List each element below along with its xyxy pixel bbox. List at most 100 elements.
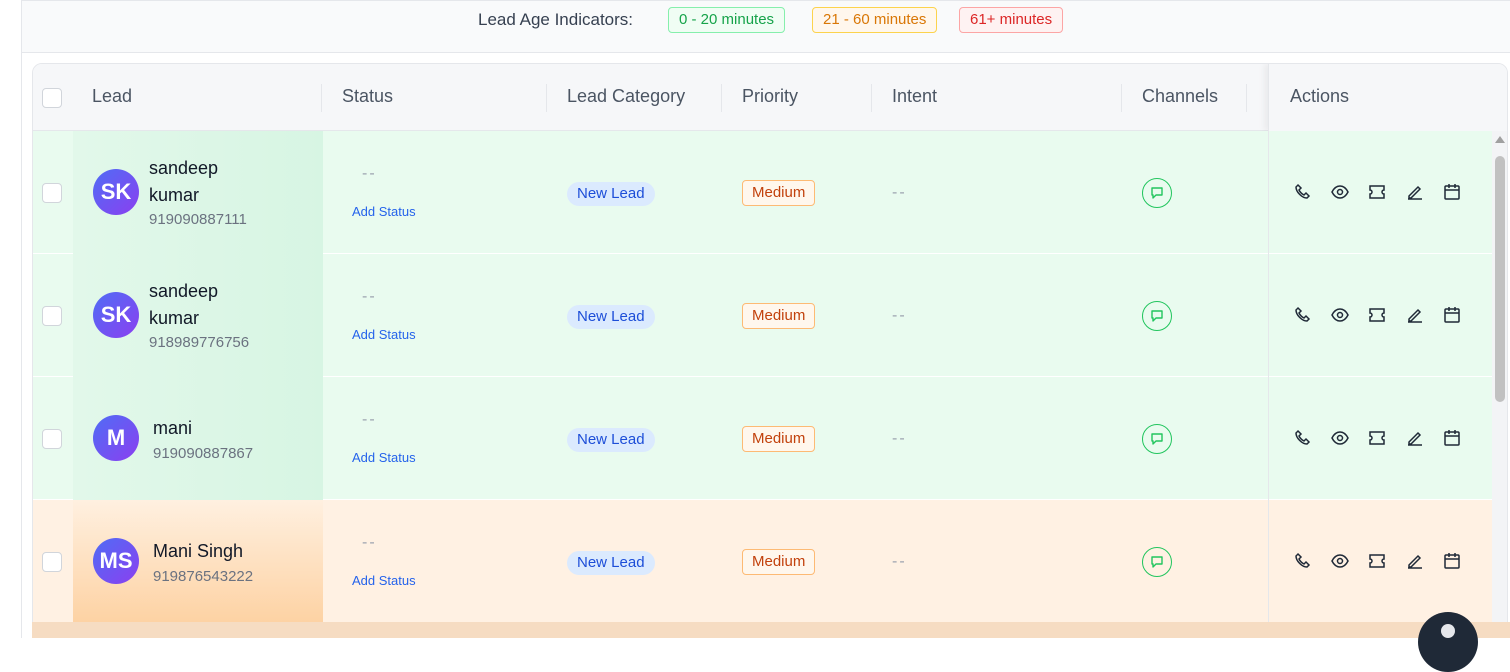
lead-name-last: kumar	[149, 308, 200, 328]
chat-icon[interactable]	[1142, 424, 1172, 454]
lead-name[interactable]: Mani Singh	[153, 541, 244, 561]
lead-phone: 919090887111	[149, 211, 247, 228]
column-header-lead[interactable]: Lead	[92, 86, 133, 106]
status-value: --	[362, 165, 377, 182]
lead-cell[interactable]: SK sandeep kumar 918989776756	[73, 254, 323, 377]
lead-name-first: sandeep	[149, 158, 219, 178]
intent-value: --	[892, 184, 907, 201]
chat-icon[interactable]	[1142, 301, 1172, 331]
avatar: MS	[93, 538, 139, 584]
lead-name[interactable]: mani	[153, 418, 193, 438]
actions-cell	[1268, 254, 1488, 377]
phone-icon[interactable]	[1292, 428, 1312, 448]
add-status-link[interactable]: Add Status	[352, 573, 416, 588]
ticket-icon[interactable]	[1367, 428, 1387, 448]
ticket-icon[interactable]	[1367, 551, 1387, 571]
ticket-icon[interactable]	[1367, 305, 1387, 325]
lead-name[interactable]: sandeep kumar	[149, 278, 218, 332]
lead-name-first: sandeep	[149, 281, 219, 301]
column-header-actions: Actions	[1290, 86, 1350, 106]
column-divider	[321, 84, 322, 112]
table-row[interactable]: SK sandeep kumar 918989776756 -- Add Stat…	[33, 254, 1507, 377]
column-header-lead-category[interactable]: Lead Category	[567, 86, 686, 106]
lead-category-badge: New Lead	[567, 551, 655, 575]
column-header-status[interactable]: Status	[342, 86, 394, 106]
add-status-link[interactable]: Add Status	[352, 204, 416, 219]
row-checkbox[interactable]	[42, 552, 62, 572]
lead-cell[interactable]: SK sandeep kumar 919090887111	[73, 131, 323, 254]
calendar-icon[interactable]	[1442, 182, 1462, 202]
phone-icon[interactable]	[1292, 551, 1312, 571]
actions-cell	[1268, 377, 1488, 500]
column-header-intent[interactable]: Intent	[892, 86, 938, 106]
priority-badge: Medium	[742, 180, 816, 206]
status-value: --	[362, 534, 377, 551]
avatar: SK	[93, 292, 139, 338]
column-divider	[721, 84, 722, 112]
eye-icon[interactable]	[1330, 551, 1350, 571]
lead-age-indicators: Lead Age Indicators: 0 - 20 minutes 21 -…	[22, 0, 1510, 53]
lead-category-badge: New Lead	[567, 182, 655, 206]
indicator-0-20: 0 - 20 minutes	[668, 7, 786, 33]
actions-header-cell: Actions	[1268, 64, 1507, 131]
intent-value: --	[892, 553, 907, 570]
table-row[interactable]: SK sandeep kumar 919090887111 -- Add Stat…	[33, 131, 1507, 254]
priority-badge: Medium	[742, 549, 816, 575]
next-row-peek	[32, 622, 1510, 638]
avatar: M	[93, 415, 139, 461]
indicator-61-plus: 61+ minutes	[959, 7, 1064, 33]
add-status-link[interactable]: Add Status	[352, 450, 416, 465]
table-row[interactable]: M mani 919090887867 -- Add Status New Le…	[33, 377, 1507, 500]
chatbot-launcher-button[interactable]	[1418, 612, 1478, 672]
lead-cell[interactable]: MS Mani Singh 919876543222	[73, 500, 323, 623]
table-header: Lead Status Lead Category Priority Inten…	[33, 64, 1507, 131]
ticket-icon[interactable]	[1367, 182, 1387, 202]
calendar-icon[interactable]	[1442, 305, 1462, 325]
priority-badge: Medium	[742, 303, 816, 329]
left-sidebar-edge	[0, 0, 22, 638]
eye-icon[interactable]	[1330, 305, 1350, 325]
calendar-icon[interactable]	[1442, 551, 1462, 571]
edit-icon[interactable]	[1405, 551, 1425, 571]
eye-icon[interactable]	[1330, 428, 1350, 448]
row-checkbox[interactable]	[42, 306, 62, 326]
intent-value: --	[892, 307, 907, 324]
row-checkbox[interactable]	[42, 183, 62, 203]
column-header-priority[interactable]: Priority	[742, 86, 799, 106]
row-checkbox[interactable]	[42, 429, 62, 449]
column-header-channels[interactable]: Channels	[1142, 86, 1219, 106]
intent-value: --	[892, 430, 907, 447]
edit-icon[interactable]	[1405, 428, 1425, 448]
indicators-label: Lead Age Indicators:	[478, 10, 634, 29]
chat-icon[interactable]	[1142, 178, 1172, 208]
bot-icon	[1441, 624, 1455, 638]
lead-phone: 919876543222	[153, 568, 254, 585]
calendar-icon[interactable]	[1442, 428, 1462, 448]
scrollbar-thumb[interactable]	[1495, 156, 1505, 402]
avatar: SK	[93, 169, 139, 215]
edit-icon[interactable]	[1405, 182, 1425, 202]
phone-icon[interactable]	[1292, 305, 1312, 325]
add-status-link[interactable]: Add Status	[352, 327, 416, 342]
lead-category-badge: New Lead	[567, 305, 655, 329]
lead-name[interactable]: sandeep kumar	[149, 155, 218, 209]
scroll-up-arrow-icon[interactable]	[1495, 136, 1505, 143]
indicator-21-60: 21 - 60 minutes	[812, 7, 938, 33]
chat-icon[interactable]	[1142, 547, 1172, 577]
select-all-checkbox[interactable]	[42, 88, 62, 108]
lead-cell[interactable]: M mani 919090887867	[73, 377, 323, 500]
edit-icon[interactable]	[1405, 305, 1425, 325]
status-value: --	[362, 411, 377, 428]
actions-cell	[1268, 131, 1488, 254]
column-divider	[1246, 84, 1247, 112]
lead-category-badge: New Lead	[567, 428, 655, 452]
lead-name-last: kumar	[149, 185, 200, 205]
eye-icon[interactable]	[1330, 182, 1350, 202]
phone-icon[interactable]	[1292, 182, 1312, 202]
lead-phone: 918989776756	[149, 334, 250, 351]
column-divider	[546, 84, 547, 112]
priority-badge: Medium	[742, 426, 816, 452]
lead-phone: 919090887867	[153, 445, 254, 462]
table-row[interactable]: MS Mani Singh 919876543222 -- Add Status…	[33, 500, 1507, 623]
column-divider	[1121, 84, 1122, 112]
